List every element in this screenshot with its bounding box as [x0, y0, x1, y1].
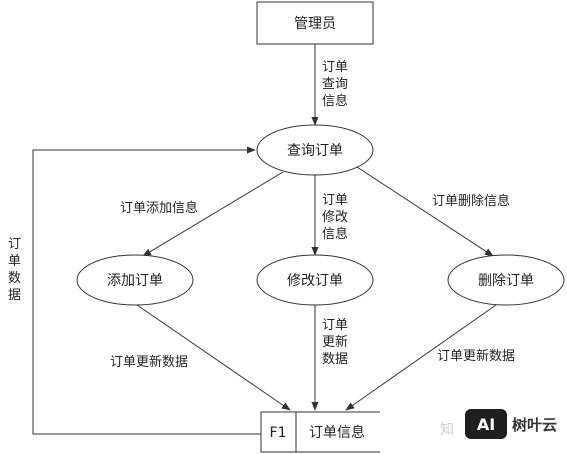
- edge-label-line: 信息: [322, 93, 348, 109]
- watermark-brand: 树叶云: [512, 416, 557, 434]
- edge-store-to-query-loop: [32, 146, 261, 435]
- edge-label-line: 订单: [322, 193, 348, 208]
- edge-label-order-update-mid: 订单 更新 数据: [322, 318, 348, 367]
- edge-query-to-add: [142, 171, 284, 257]
- store-id: F1: [270, 425, 287, 441]
- edge-label-line: 查询: [322, 77, 348, 92]
- edge-label-line: 信息: [322, 226, 348, 242]
- watermark-badge-text: AI: [477, 415, 495, 434]
- edge-label-line: 修改: [322, 210, 348, 225]
- modify-order-label: 修改订单: [287, 273, 343, 289]
- add-order-node: 添加订单: [76, 254, 194, 306]
- edge-label-line: 数: [8, 271, 21, 286]
- edge-delete-to-store: [345, 304, 497, 411]
- admin-label: 管理员: [294, 16, 336, 32]
- edge-label-line: 订单: [322, 60, 348, 75]
- edge-label-line: 单: [8, 254, 21, 269]
- edge-label-order-modify-info: 订单 修改 信息: [322, 193, 348, 242]
- watermark: 知 AI 树叶云: [440, 409, 557, 439]
- watermark-faint-text: 知: [440, 421, 454, 438]
- edge-label-order-update-left: 订单更新数据: [110, 354, 188, 370]
- edge-label-line: 订单: [322, 318, 348, 333]
- edge-label-line: 订: [8, 237, 21, 252]
- edge-label-line: 据: [8, 288, 21, 303]
- delete-order-label: 删除订单: [478, 273, 534, 289]
- edge-add-to-store: [136, 304, 291, 411]
- store-name: 订单信息: [309, 424, 365, 441]
- edge-label-order-add-info: 订单添加信息: [120, 200, 198, 216]
- add-order-label: 添加订单: [107, 273, 163, 289]
- admin-node: 管理员: [256, 1, 374, 45]
- order-info-store: F1 订单信息: [260, 411, 380, 453]
- query-order-label: 查询订单: [287, 143, 343, 159]
- edge-label-order-data: 订 单 数 据: [8, 237, 21, 303]
- modify-order-node: 修改订单: [256, 254, 374, 306]
- edge-label-line: 数据: [322, 352, 348, 367]
- edge-label-line: 更新: [322, 334, 348, 350]
- watermark-badge-bg: [465, 409, 507, 439]
- edge-label-order-update-right: 订单更新数据: [437, 348, 515, 364]
- edge-label-order-query-info: 订单 查询 信息: [322, 60, 348, 109]
- delete-order-node: 删除订单: [447, 254, 565, 306]
- edge-query-to-delete: [356, 166, 494, 257]
- edge-label-order-delete-info: 订单删除信息: [432, 193, 510, 209]
- query-order-node: 查询订单: [256, 124, 374, 176]
